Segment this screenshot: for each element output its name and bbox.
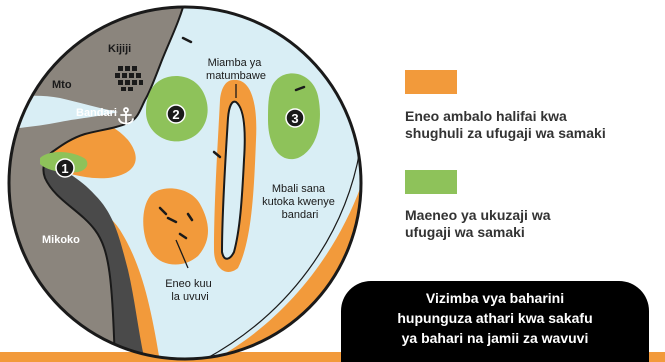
marker-3: 3	[285, 108, 305, 128]
svg-text:3: 3	[291, 111, 298, 126]
label-river: Mto	[52, 79, 72, 91]
map-boundary	[7, 5, 363, 361]
callout-line-1: Vizimba vya baharini	[425, 290, 565, 306]
callout-box: Vizimba vya baharini hupunguza athari kw…	[341, 281, 649, 362]
coastline	[42, 7, 186, 359]
river-channel	[9, 95, 118, 130]
legend-swatch-exclusion	[405, 70, 457, 94]
label-far-from-harbour: Mbali sana kutoka kwenye bandari	[262, 183, 338, 221]
coral-reef	[220, 100, 246, 260]
legend-label-exclusion: Eneo ambalo halifai kwa shughuli za ufug…	[405, 108, 606, 141]
callout-line-3: ya bahari na jamii za wavuvi	[401, 330, 589, 346]
callout-line-2: hupunguza athari kwa sakafu	[397, 310, 593, 326]
bottom-strip	[0, 352, 665, 362]
buildings-icon	[115, 66, 143, 91]
label-village: Kijiji	[108, 43, 131, 55]
svg-text:1: 1	[61, 161, 68, 176]
legend-label-farming: Maeneo ya ukuzaji wa ufugaji wa samaki	[405, 207, 551, 240]
fish-markers	[158, 36, 306, 240]
land-area	[9, 7, 185, 359]
label-reef: Miamba ya matumbawe	[206, 57, 266, 82]
label-harbour: Bandari	[76, 107, 117, 119]
marker-1: 1	[55, 158, 75, 178]
svg-text:2: 2	[172, 107, 179, 122]
marker-2: 2	[166, 104, 186, 124]
label-fishing-ground: Eneo kuu la uvuvi	[165, 278, 215, 303]
legend-swatch-farming	[405, 170, 457, 194]
leader-lines	[175, 84, 237, 269]
far-zone-border	[199, 149, 361, 359]
label-mangroves: Mikoko	[42, 234, 80, 246]
anchor-icon	[118, 107, 134, 125]
